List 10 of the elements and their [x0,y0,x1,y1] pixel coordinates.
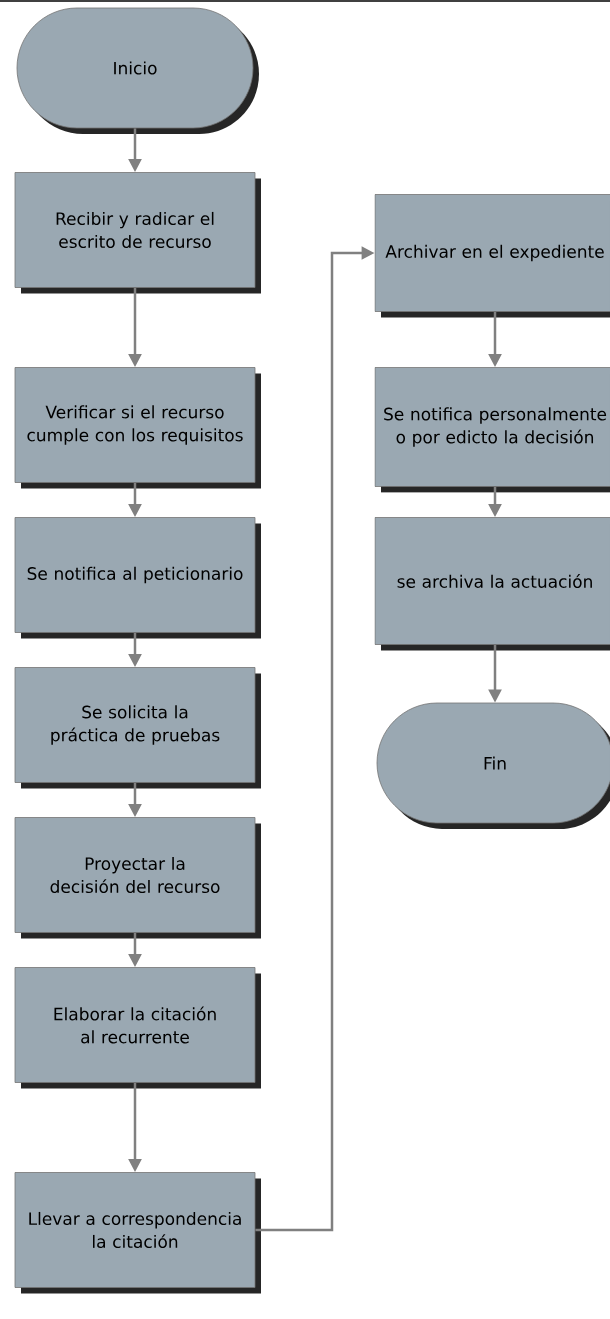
process-box: Se notifica personalmente o por edicto la decisión [374,367,610,493]
process-box: Elaborar la citación al recurrente [14,967,261,1089]
process-box: se archiva la actuación [374,517,610,651]
process-box: Recibir y radicar el escrito de recurso [14,172,261,294]
process-box: Archivar en el expediente [374,194,610,318]
process-box: Se notifica al peticionario [14,517,261,639]
process-box: Se solicita la práctica de pruebas [14,667,261,789]
process-box: Llevar a correspondencia la citación [14,1172,261,1294]
process-box: Verificar si el recurso cumple con los requisitos [14,367,261,489]
process-box: Proyectar la decisión del recurso [14,817,261,939]
